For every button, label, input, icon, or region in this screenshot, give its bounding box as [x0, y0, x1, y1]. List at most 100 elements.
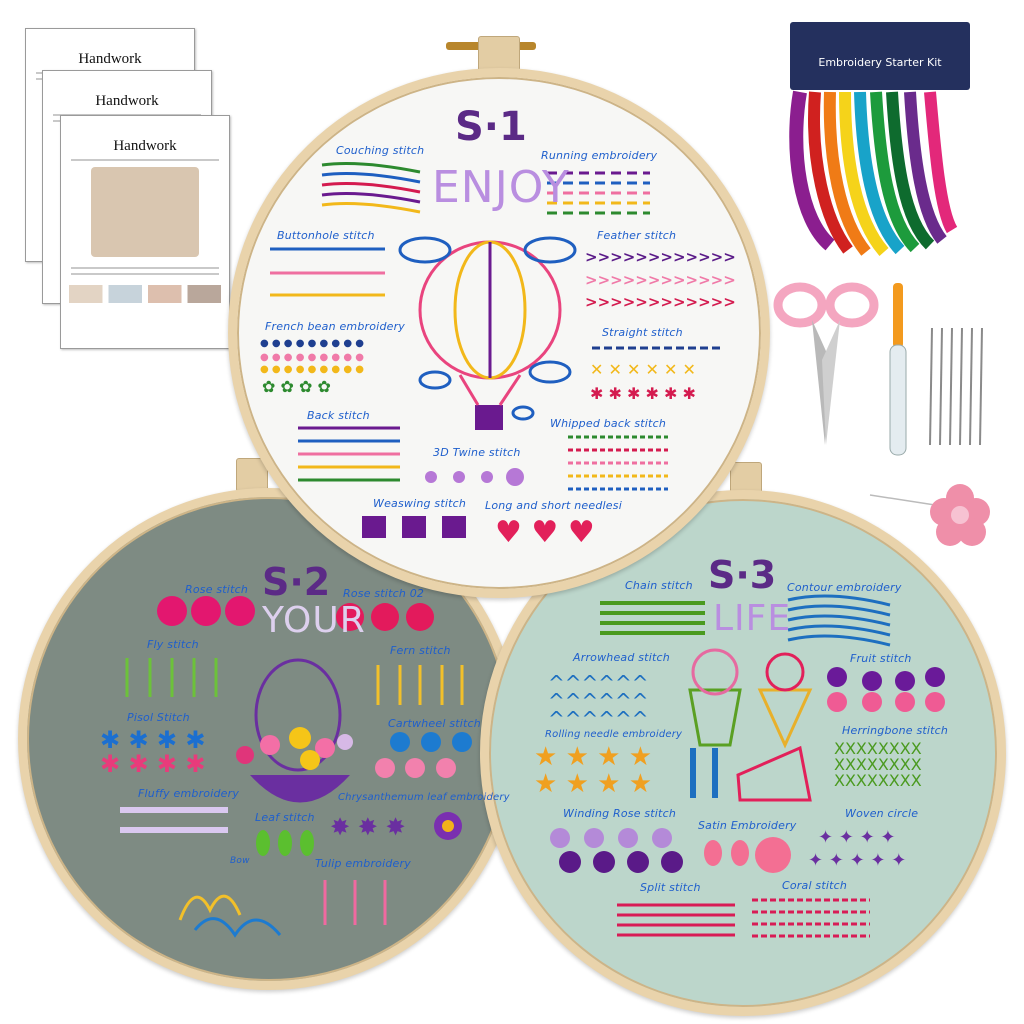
embroidery-hoop-s1 [228, 68, 770, 598]
leaf-stitch-icon [256, 830, 314, 856]
svg-text:^^^^^^: ^^^^^^ [548, 689, 649, 713]
stitch-label: Running embroidery [541, 149, 658, 162]
chrysanthemum-icon: ✸ ✸ ✸ [330, 812, 462, 841]
stitch-label: Woven circle [845, 807, 919, 820]
sheet-title: Handwork [113, 138, 177, 154]
stitch-label: Back stitch [307, 409, 370, 422]
svg-text:^^^^^^: ^^^^^^ [548, 671, 649, 695]
hoop-word: ENJOY [432, 162, 570, 213]
stitch-label: Coral stitch [782, 879, 848, 892]
basket-icon [236, 658, 353, 803]
stitch-label: Couching stitch [336, 144, 425, 157]
svg-text:^^^^^^: ^^^^^^ [548, 707, 649, 731]
svg-text:✸ ✸ ✸: ✸ ✸ ✸ [330, 813, 406, 841]
fluffy-embroidery-icon [120, 807, 228, 833]
balloon-icon [418, 240, 562, 430]
split-stitch-icon [617, 903, 735, 937]
hoop-word: YOUR [262, 600, 366, 641]
stitch-label: Straight stitch [602, 326, 683, 339]
weaving-stitch-icon [362, 516, 466, 538]
hoop-word: LIFE [713, 598, 792, 639]
rose-stitch-icon [157, 596, 255, 626]
stitch-label: Fern stitch [390, 644, 451, 657]
whipped-back-stitch-icon [568, 435, 668, 491]
svg-text:✕ ✕ ✕ ✕ ✕ ✕: ✕ ✕ ✕ ✕ ✕ ✕ [590, 360, 696, 379]
couching-stitch-icon [321, 162, 421, 214]
thread-skeins-icon [789, 90, 958, 256]
stitch-label: Rolling needle embroidery [545, 729, 683, 740]
svg-text:✿ ✿ ✿ ✿: ✿ ✿ ✿ ✿ [262, 377, 331, 396]
stitch-label: Herringbone stitch [842, 724, 949, 737]
needle-threader-icon [869, 484, 990, 546]
feather-stitch-icon: >>>>>>>>>>>> >>>>>>>>>>>> >>>>>>>>>>>> [585, 248, 736, 311]
hoop-number: S·1 [455, 104, 527, 150]
bow-icon [178, 894, 282, 938]
stitch-label: Feather stitch [597, 229, 677, 242]
stitch-label: Buttonhole stitch [277, 229, 375, 242]
stitch-label: Long and short needlesi [485, 499, 622, 512]
svg-text:>>>>>>>>>>>>: >>>>>>>>>>>> [585, 271, 736, 289]
svg-text:● ● ● ● ● ● ● ● ●: ● ● ● ● ● ● ● ● ● [260, 364, 364, 375]
pisol-stitch-icon: ✱ ✱ ✱ ✱✱ ✱ ✱ ✱ [100, 726, 206, 778]
svg-text:● ● ● ● ● ● ● ● ●: ● ● ● ● ● ● ● ● ● [260, 352, 364, 363]
svg-text:>>>>>>>>>>>>: >>>>>>>>>>>> [585, 293, 736, 311]
sheet-title: Handwork [95, 93, 159, 109]
stitch-label: 3D Twine stitch [433, 446, 521, 459]
svg-text:✦ ✦ ✦ ✦ ✦: ✦ ✦ ✦ ✦ ✦ [808, 850, 906, 871]
svg-text:★ ★ ★ ★: ★ ★ ★ ★ [534, 769, 652, 799]
stitch-label: Winding Rose stitch [563, 807, 676, 820]
svg-text:✱ ✱ ✱ ✱ ✱ ✱: ✱ ✱ ✱ ✱ ✱ ✱ [590, 384, 696, 403]
instruction-sheet: Handwork [60, 115, 230, 349]
stitch-label: Fly stitch [147, 638, 199, 651]
stitch-label: Cartwheel stitch [388, 717, 481, 730]
svg-text:✱ ✱ ✱ ✱: ✱ ✱ ✱ ✱ [100, 750, 206, 778]
straight-stitch-icon: ✕ ✕ ✕ ✕ ✕ ✕ ✱ ✱ ✱ ✱ ✱ ✱ [590, 346, 720, 403]
stitch-label: Weaswing stitch [373, 497, 467, 510]
scissors-icon [773, 282, 879, 445]
stitch-label: Whipped back stitch [550, 417, 666, 430]
kit-card: Embroidery Starter Kit [790, 22, 970, 90]
svg-text:★ ★ ★ ★: ★ ★ ★ ★ [534, 742, 652, 772]
buttonhole-stitch-icon [270, 247, 385, 297]
arrowhead-stitch-icon: ^^^^^^^^^^^^^^^^^^ [548, 671, 649, 731]
cloud-icon [398, 236, 577, 421]
heart-icon: ♥ ♥ ♥ [495, 515, 595, 550]
stitch-label: Contour embroidery [787, 581, 902, 594]
svg-text:XXXXXXXX: XXXXXXXX [834, 739, 922, 758]
fly-stitch-icon [125, 658, 218, 697]
svg-text:✱ ✱ ✱ ✱: ✱ ✱ ✱ ✱ [100, 726, 206, 754]
sheet-step-photos [69, 285, 221, 303]
coral-stitch-icon [752, 898, 870, 938]
running-stitch-icon [547, 171, 650, 215]
stitch-label: Leaf stitch [255, 811, 315, 824]
winding-rose-icon [550, 828, 683, 873]
stitch-label: Pisol Stitch [127, 711, 190, 724]
stitch-label: Chain stitch [625, 579, 693, 592]
satin-embroidery-icon [704, 837, 791, 873]
stitch-label: French bean embroidery [265, 320, 406, 333]
rose-stitch-02-icon [336, 603, 434, 631]
cartwheel-stitch-icon [375, 732, 472, 778]
stitch-label: Bow [230, 856, 250, 866]
contour-embroidery-icon [787, 594, 891, 647]
stitch-label: Rose stitch 02 [343, 587, 425, 600]
svg-text:♥ ♥ ♥: ♥ ♥ ♥ [495, 515, 595, 550]
svg-text:✦ ✦ ✦ ✦: ✦ ✦ ✦ ✦ [818, 827, 896, 848]
fruit-stitch-icon [827, 667, 945, 712]
stitch-label: Chrysanthemum leaf embroidery [338, 792, 510, 803]
stitch-label: Rose stitch [185, 583, 249, 596]
fern-stitch-icon [376, 665, 464, 705]
sheet-title: Handwork [78, 51, 142, 67]
hoop-number: S·2 [262, 560, 331, 604]
svg-text:XXXXXXXX: XXXXXXXX [834, 771, 922, 790]
french-knot-icon: ● ● ● ● ● ● ● ● ●● ● ● ● ● ● ● ● ●● ● ● … [260, 338, 364, 396]
stitch-label: Split stitch [640, 881, 701, 894]
needles-icon [929, 327, 983, 446]
chain-stitch-icon [600, 601, 705, 635]
woven-circle-icon: ✦ ✦ ✦ ✦✦ ✦ ✦ ✦ ✦ [808, 827, 906, 871]
svg-text:>>>>>>>>>>>>: >>>>>>>>>>>> [585, 248, 736, 266]
